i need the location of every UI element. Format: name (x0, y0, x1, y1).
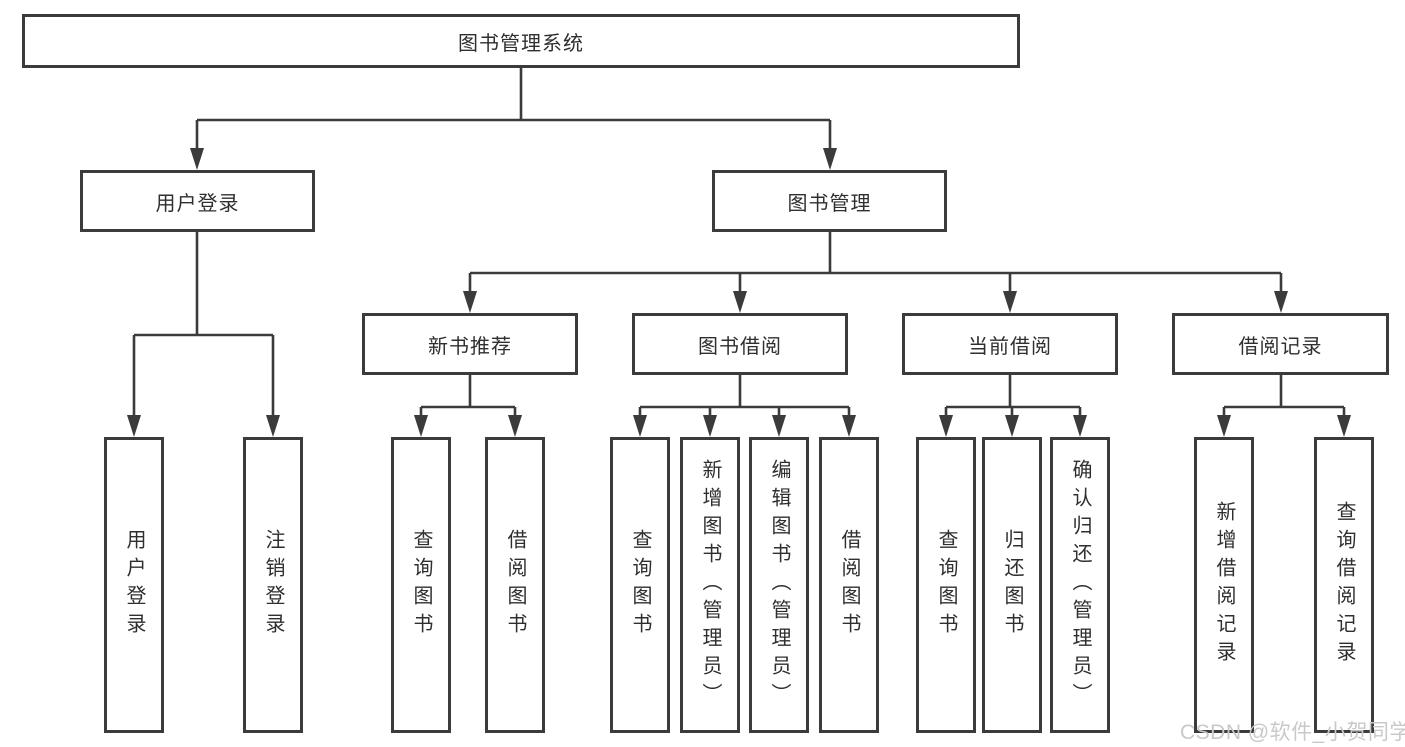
leaf-confirm-return-admin: 确认归还（管理员） (1050, 437, 1110, 733)
node-label: 借阅图书 (504, 529, 526, 641)
node-label: 新增借阅记录 (1213, 501, 1235, 669)
node-label: 查询图书 (935, 529, 957, 641)
node-label: 编辑图书（管理员） (768, 459, 790, 711)
leaf-return-books: 归还图书 (982, 437, 1042, 733)
leaf-logout: 注销登录 (243, 437, 303, 733)
node-borrowing-records: 借阅记录 (1172, 313, 1389, 375)
node-label: 当前借阅 (968, 335, 1052, 358)
node-label: 新书推荐 (428, 335, 512, 358)
csdn-watermark: CSDN @软件_小贺同学 (1180, 721, 1405, 744)
leaf-add-books-admin: 新增图书（管理员） (680, 437, 740, 733)
node-current-borrowing: 当前借阅 (902, 313, 1118, 375)
leaf-borrow-books: 借阅图书 (819, 437, 879, 733)
leaf-add-borrow-record: 新增借阅记录 (1194, 437, 1254, 733)
leaf-query-books: 查询图书 (391, 437, 451, 733)
node-label: 查询借阅记录 (1333, 501, 1355, 669)
node-label: 用户登录 (123, 529, 145, 641)
node-label: 图书管理系统 (458, 32, 584, 55)
leaf-query-borrow-record: 查询借阅记录 (1314, 437, 1374, 733)
leaf-borrow-books: 借阅图书 (485, 437, 545, 733)
node-label: 用户登录 (155, 192, 240, 215)
node-label: 新增图书（管理员） (699, 459, 721, 711)
node-system-root: 图书管理系统 (22, 14, 1020, 68)
node-book-borrowing: 图书借阅 (632, 313, 848, 375)
node-user-login: 用户登录 (80, 170, 315, 232)
node-label: 图书借阅 (698, 335, 782, 358)
node-label: 确认归还（管理员） (1069, 459, 1091, 711)
node-label: 查询图书 (410, 529, 432, 641)
leaf-query-books: 查询图书 (610, 437, 670, 733)
node-new-book-recommendation: 新书推荐 (362, 313, 578, 375)
node-label: 借阅记录 (1238, 335, 1323, 358)
node-label: 查询图书 (629, 529, 651, 641)
node-book-management: 图书管理 (712, 170, 947, 232)
node-label: 注销登录 (262, 529, 284, 641)
leaf-user-login: 用户登录 (104, 437, 164, 733)
leaf-edit-books-admin: 编辑图书（管理员） (749, 437, 809, 733)
node-label: 图书管理 (787, 192, 872, 215)
leaf-query-books: 查询图书 (916, 437, 976, 733)
node-label: 归还图书 (1001, 529, 1023, 641)
node-label: 借阅图书 (838, 529, 860, 641)
